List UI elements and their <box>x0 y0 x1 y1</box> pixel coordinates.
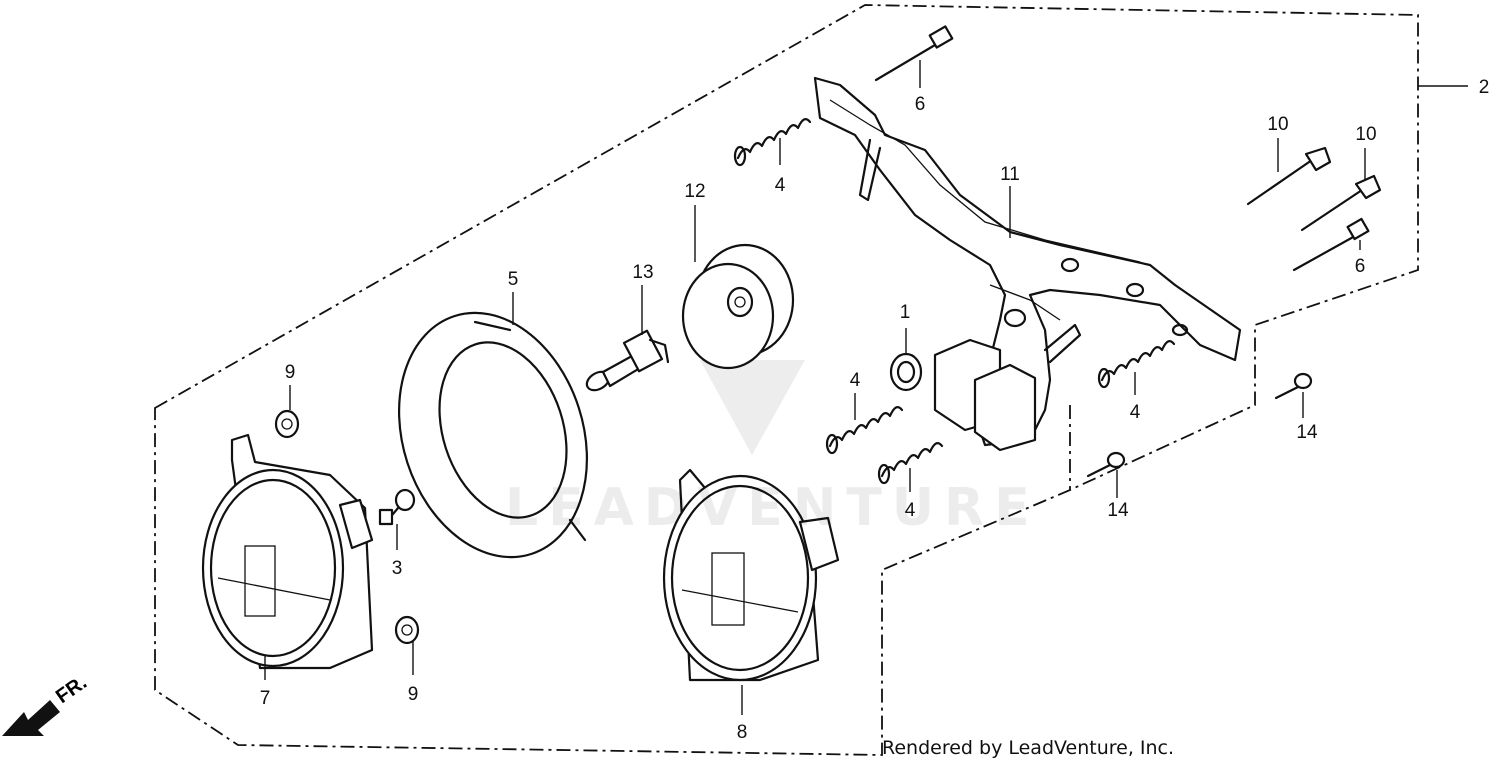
callout-1: 1 <box>900 302 911 323</box>
callout-12: 12 <box>684 181 705 202</box>
adjusting-screw-2 <box>1300 174 1382 232</box>
screw-right <box>1292 217 1370 272</box>
spring-left <box>825 406 904 455</box>
dust-cover <box>681 243 795 370</box>
callout-10-right: 10 <box>1355 124 1376 145</box>
callout-2: 2 <box>1479 77 1490 98</box>
headlight-left <box>201 433 374 670</box>
callout-5: 5 <box>508 269 519 290</box>
nut-top <box>274 409 300 439</box>
callout-6-right: 6 <box>1355 256 1366 277</box>
callout-7: 7 <box>260 688 271 709</box>
assembly-boundary <box>154 4 1419 756</box>
spring-right <box>1097 340 1176 389</box>
spring-lower <box>877 442 944 485</box>
watermark-logo <box>700 360 805 455</box>
nut-bottom <box>394 615 420 645</box>
callout-4-lower: 4 <box>905 500 916 521</box>
callout-11: 11 <box>1000 164 1020 185</box>
leader-lines <box>264 60 1366 715</box>
headlight-bulb <box>585 329 670 392</box>
spring-top <box>733 118 812 167</box>
callout-14-right: 14 <box>1296 422 1318 443</box>
callout-4-top: 4 <box>775 175 786 196</box>
callout-4-left: 4 <box>850 370 861 391</box>
callout-3: 3 <box>392 558 403 579</box>
headlight-right <box>662 468 840 682</box>
headlight-bracket <box>813 76 1242 452</box>
callout-4-right: 4 <box>1130 402 1141 423</box>
callout-14-center: 14 <box>1107 500 1129 521</box>
front-arrow-icon <box>2 700 60 736</box>
screw-top <box>874 25 954 82</box>
render-credit: Rendered by LeadVenture, Inc. <box>882 737 1175 759</box>
callout-9-bottom: 9 <box>408 684 419 705</box>
callout-6-top: 6 <box>915 94 926 115</box>
bolt-center <box>1086 451 1126 478</box>
screw-3 <box>378 488 416 526</box>
callout-8: 8 <box>737 722 748 743</box>
callout-10-left: 10 <box>1267 114 1288 135</box>
adjusting-screw-1 <box>1246 146 1332 206</box>
grommet <box>889 352 923 392</box>
bolt-right <box>1274 372 1313 400</box>
watermark-text: LEADVENTURE <box>505 478 1040 538</box>
callout-9-top: 9 <box>285 362 296 383</box>
headlight-case <box>397 311 589 559</box>
callout-13: 13 <box>632 262 653 283</box>
